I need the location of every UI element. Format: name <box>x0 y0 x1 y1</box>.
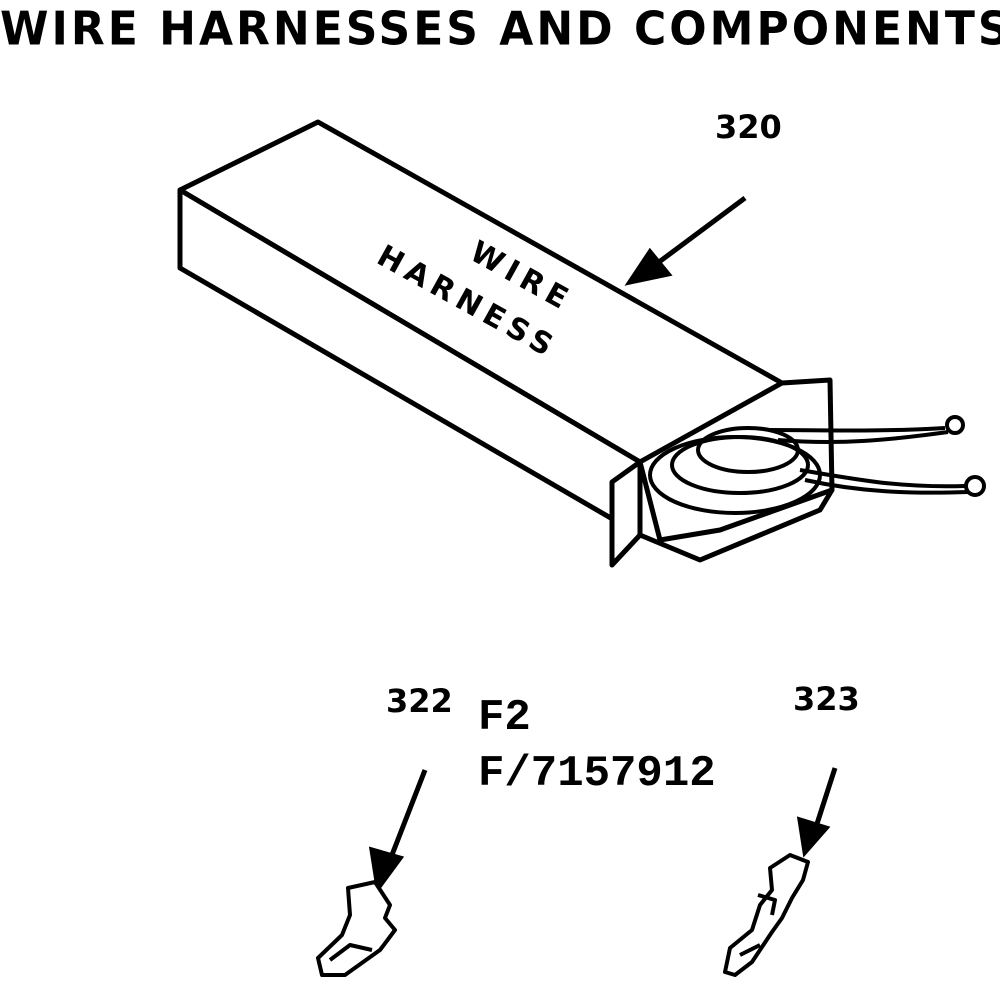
terminal-323 <box>723 853 810 977</box>
ring-terminals <box>945 415 986 497</box>
wire-coils <box>648 426 969 515</box>
wire-harness-box <box>177 119 835 568</box>
arrow-323 <box>796 767 838 858</box>
terminal-322 <box>316 880 397 977</box>
part-code-line2: F/7157912 <box>478 749 716 799</box>
callout-320: 320 <box>715 108 782 146</box>
callout-323: 323 <box>793 680 860 718</box>
part-code-line1: F2 <box>478 693 531 743</box>
diagram-title: WIRE HARNESSES AND COMPONENTS <box>0 2 1000 57</box>
arrow-322 <box>368 769 428 895</box>
callout-322: 322 <box>386 682 453 720</box>
arrow-320 <box>624 195 747 286</box>
